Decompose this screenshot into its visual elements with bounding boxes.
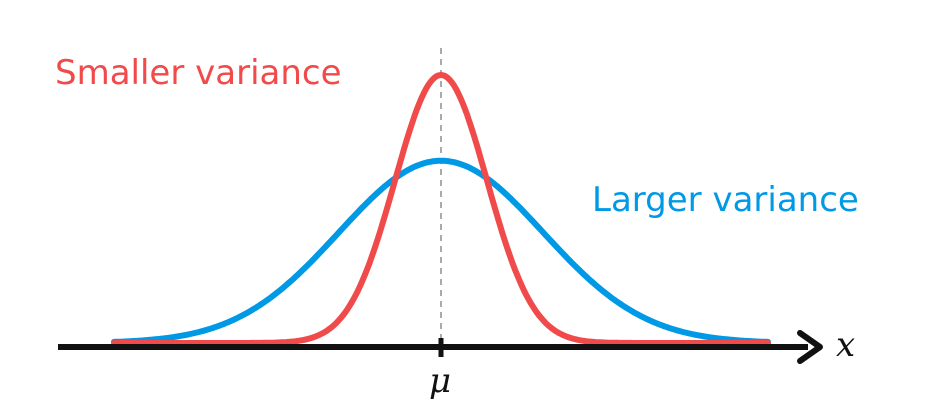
mean-label: μ — [429, 361, 451, 401]
larger-variance-curve — [111, 157, 771, 345]
larger-variance-label: Larger variance — [592, 180, 859, 220]
x-axis-arrowhead — [797, 330, 823, 364]
smaller-variance-curve — [111, 72, 771, 346]
x-axis-label: x — [836, 325, 855, 365]
smaller-variance-label: Smaller variance — [55, 53, 342, 93]
